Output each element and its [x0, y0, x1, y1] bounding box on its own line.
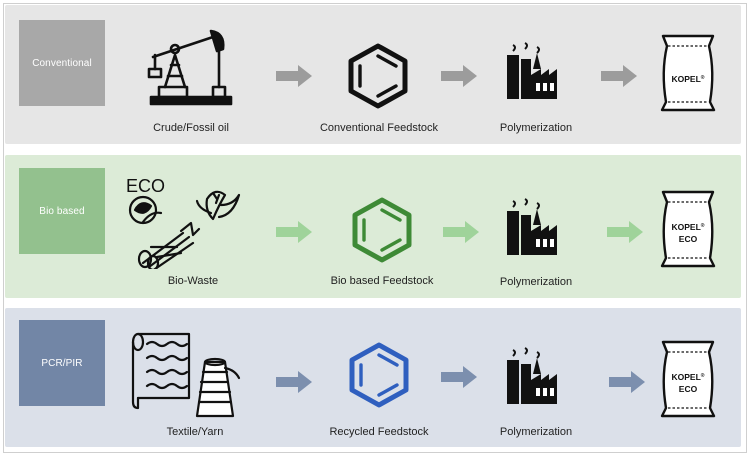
row-label-pcr-pir: PCR/PIR	[19, 320, 105, 406]
oil-pumpjack-icon	[147, 29, 233, 106]
arrow-icon	[276, 65, 312, 87]
bag-brand-label: KOPEL®	[672, 74, 705, 84]
bag-brand-label: KOPEL®	[672, 372, 705, 382]
feedstock-caption: Conventional Feedstock	[319, 122, 439, 134]
factory-icon	[507, 198, 557, 255]
row-bio-based: Bio based ECO Bio-Waste	[5, 155, 741, 298]
source-caption: Crude/Fossil oil	[153, 122, 229, 134]
feedstock-caption: Recycled Feedstock	[329, 426, 429, 438]
arrow-icon	[441, 366, 477, 388]
bag-eco-label: ECO	[679, 384, 698, 394]
bag-brand-label: KOPEL®	[672, 222, 705, 232]
product-bag-icon: KOPEL® ECO	[660, 340, 716, 418]
process-caption: Polymerization	[499, 122, 573, 134]
arrow-icon	[607, 221, 643, 243]
bag-eco-label: ECO	[679, 234, 698, 244]
row-label-conventional: Conventional	[19, 20, 105, 106]
eco-text: ECO	[126, 176, 165, 196]
feedstock-caption: Bio based Feedstock	[330, 275, 434, 287]
source-caption: Bio-Waste	[167, 275, 219, 287]
process-caption: Polymerization	[499, 426, 573, 438]
source-caption: Textile/Yarn	[166, 426, 224, 438]
factory-icon	[507, 42, 557, 99]
textile-yarn-icon	[131, 332, 241, 418]
product-bag-icon: KOPEL® ECO	[660, 190, 716, 268]
arrow-icon	[441, 65, 477, 87]
row-label-bio-based: Bio based	[19, 168, 105, 254]
arrow-icon	[609, 371, 645, 393]
benzene-ring-icon	[349, 342, 409, 408]
arrow-icon	[443, 221, 479, 243]
row-conventional: Conventional Crude/Fossil oil Convention…	[5, 5, 741, 144]
product-bag-icon: KOPEL®	[660, 34, 716, 112]
bio-waste-icon: ECO	[126, 176, 241, 269]
benzene-ring-icon	[348, 43, 408, 109]
arrow-icon	[276, 371, 312, 393]
factory-icon	[507, 347, 557, 404]
arrow-icon	[276, 221, 312, 243]
arrow-icon	[601, 65, 637, 87]
process-caption: Polymerization	[499, 276, 573, 288]
benzene-ring-icon	[352, 197, 412, 263]
row-pcr-pir: PCR/PIR Textile/Yarn Recycled Feedstock	[5, 308, 741, 447]
